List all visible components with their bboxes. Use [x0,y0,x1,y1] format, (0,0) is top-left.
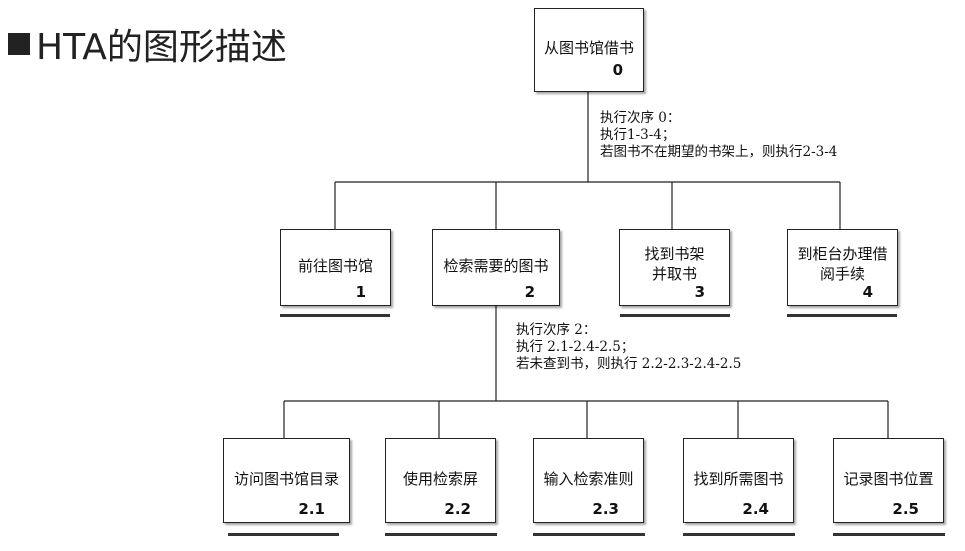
task-underline-2-2 [385,533,497,536]
task-underline-4 [787,314,897,317]
task-number-2-5: 2.5 [892,500,919,518]
task-underline-1 [280,314,390,317]
task-label-2-3: 输入检索准则 [543,469,634,488]
task-number-0: 0 [612,61,623,79]
plan-0-line3: 若图书不在期望的书架上，则执行2-3-4 [600,144,838,160]
task-box-1: 前往图书馆 1 [280,229,391,306]
task-underline-3 [620,314,730,317]
task-box-2-3: 输入检索准则 2.3 [533,438,644,523]
task-box-2-2: 使用检索屏 2.2 [385,438,496,523]
task-number-3: 3 [694,283,705,301]
task-number-2-2: 2.2 [444,500,471,518]
task-label-2-5: 记录图书位置 [843,469,934,488]
plan-0-line2: 执行1-3-4； [600,127,676,143]
task-underline-2-3 [533,533,645,536]
page-title-text: HTA的图形描述 [36,27,287,68]
task-label-3: 找到书架并取书 [644,244,705,283]
task-label-2-2: 使用检索屏 [402,469,478,488]
plan-2-line1: 执行次序 2： [516,322,597,338]
task-label-4: 到柜台办理借阅手续 [797,244,888,283]
task-label-1: 前往图书馆 [297,256,373,275]
plan-2-line2: 执行 2.1-2.4-2.5； [516,339,635,355]
task-underline-2-5 [833,533,945,536]
task-label-2-1: 访问图书馆目录 [233,469,339,488]
plan-0: 执行次序 0： 执行1-3-4； 若图书不在期望的书架上，则执行2-3-4 [600,110,837,161]
square-bullet-icon [8,33,30,55]
task-label-0: 从图书馆借书 [543,39,634,57]
plan-0-line1: 执行次序 0： [600,110,681,126]
task-label-2-4: 找到所需图书 [693,469,784,488]
task-box-4: 到柜台办理借阅手续 4 [787,229,898,306]
task-number-4: 4 [862,283,873,301]
task-box-0: 从图书馆借书 0 [534,8,644,92]
task-number-2-3: 2.3 [592,500,619,518]
task-box-2-5: 记录图书位置 2.5 [833,438,944,523]
plan-2: 执行次序 2： 执行 2.1-2.4-2.5； 若未查到书，则执行 2.2-2.… [516,322,741,373]
task-box-3: 找到书架并取书 3 [619,229,730,306]
task-box-2-4: 找到所需图书 2.4 [683,438,794,523]
plan-2-line3: 若未查到书，则执行 2.2-2.3-2.4-2.5 [516,356,742,372]
task-box-2-1: 访问图书馆目录 2.1 [223,438,350,523]
task-underline-2-1 [228,533,339,536]
task-number-1: 1 [355,283,366,301]
task-underline-2-4 [683,533,795,536]
task-number-2-4: 2.4 [742,500,769,518]
task-number-2: 2 [524,283,535,301]
task-box-2: 检索需要的图书 2 [432,229,560,306]
task-label-2: 检索需要的图书 [443,256,549,275]
page-title: HTA的图形描述 [8,18,287,70]
task-number-2-1: 2.1 [298,500,325,518]
